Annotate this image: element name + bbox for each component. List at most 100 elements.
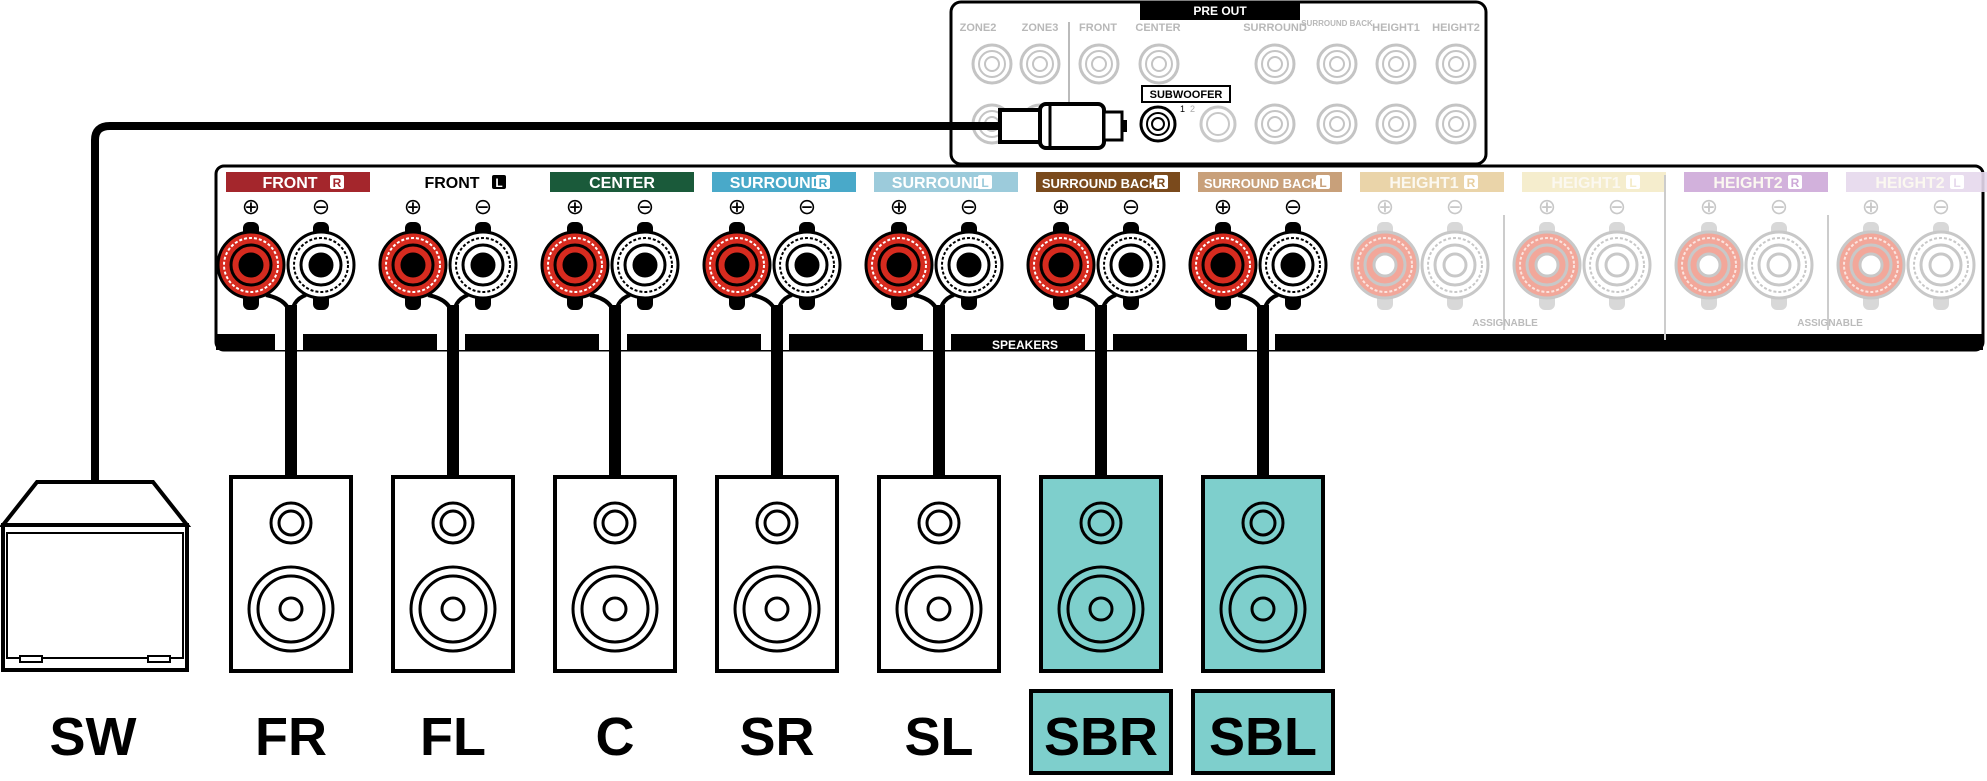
preout-jack-label: FRONT: [1079, 22, 1117, 34]
preout-jack: [1316, 103, 1358, 145]
assignable-label-2: ASSIGNABLE: [1797, 318, 1863, 329]
speaker-cabinet-fl: [391, 475, 515, 673]
speaker-wire: [933, 305, 945, 477]
minus-symbol: ⊖: [1770, 194, 1788, 219]
terminal-label: HEIGHT1: [1551, 175, 1620, 192]
positive-terminal: [1188, 222, 1258, 310]
preout-jack: [1316, 43, 1358, 85]
preout-jack: [1375, 43, 1417, 85]
speaker-cabinet-sbl: [1201, 475, 1325, 673]
terminal-label: FRONT: [424, 175, 479, 192]
preout-jack: [1254, 43, 1296, 85]
preout-title: PRE OUT: [1193, 4, 1247, 18]
positive-terminal: [1026, 222, 1096, 310]
positive-terminal: [702, 222, 772, 310]
terminal-label: SURROUND BACK: [1042, 176, 1159, 191]
negative-terminal: [1744, 222, 1814, 310]
preout-jack-label: ZONE3: [1022, 22, 1059, 34]
speaker-cabinet-sbr: [1039, 475, 1163, 673]
plus-symbol: ⊕: [1214, 194, 1232, 219]
minus-symbol: ⊖: [474, 194, 492, 219]
preout-jack-label: ZONE2: [960, 22, 997, 34]
speaker-label-sbl: SBL: [1209, 707, 1317, 767]
speaker-label-box: [1191, 689, 1335, 775]
minus-symbol: ⊖: [960, 194, 978, 219]
terminal-label: SURROUND: [730, 175, 822, 192]
preout-jack-label: HEIGHT2: [1432, 22, 1480, 34]
minus-symbol: ⊖: [1284, 194, 1302, 219]
plus-symbol: ⊕: [1376, 194, 1394, 219]
plus-symbol: ⊕: [728, 194, 746, 219]
terminal-label: SURROUND: [892, 175, 984, 192]
positive-terminal: [216, 222, 286, 310]
terminal-side: R: [333, 176, 342, 190]
speaker-wire: [1095, 305, 1107, 477]
terminal-group: CENTER⊕⊖: [540, 172, 694, 310]
speaker-label-sl: SL: [904, 707, 973, 767]
speaker-label-fl: FL: [420, 707, 486, 767]
preout-jack-label: HEIGHT1: [1372, 22, 1420, 34]
minus-symbol: ⊖: [636, 194, 654, 219]
terminal-side: R: [819, 176, 828, 190]
speaker-cabinet-c: [553, 475, 677, 673]
speaker-wire: [609, 305, 621, 477]
terminal-label: CENTER: [589, 175, 655, 192]
plus-symbol: ⊕: [1052, 194, 1070, 219]
plus-symbol: ⊕: [1700, 194, 1718, 219]
subwoofer-num-1: 1: [1180, 104, 1185, 114]
minus-symbol: ⊖: [798, 194, 816, 219]
speakers-label: SPEAKERS: [992, 338, 1058, 352]
negative-terminal: [934, 222, 1004, 310]
negative-terminal: [1096, 222, 1166, 310]
speaker-cabinet-sl: [877, 475, 1001, 673]
preout-jack-label: CENTER: [1135, 22, 1180, 34]
positive-terminal: [1512, 222, 1582, 310]
minus-symbol: ⊖: [1446, 194, 1464, 219]
preout-jack: [1078, 43, 1120, 85]
plus-symbol: ⊕: [1862, 194, 1880, 219]
terminal-side: R: [1791, 176, 1800, 190]
plus-symbol: ⊕: [1538, 194, 1556, 219]
terminal-label: HEIGHT2: [1875, 175, 1944, 192]
negative-terminal: [1906, 222, 1976, 310]
negative-terminal: [1420, 222, 1490, 310]
negative-terminal: [1258, 222, 1328, 310]
minus-symbol: ⊖: [1122, 194, 1140, 219]
subwoofer-num-2: 2: [1190, 104, 1195, 114]
terminal-label: HEIGHT2: [1713, 175, 1782, 192]
terminal-group: HEIGHT2 R ⊕ ⊖: [1674, 172, 1828, 310]
preout-jack: [1254, 103, 1296, 145]
preout-jack: [1138, 43, 1180, 85]
plus-symbol: ⊕: [242, 194, 260, 219]
subwoofer-jack-1: [1139, 105, 1177, 143]
preout-jack: [971, 43, 1013, 85]
positive-terminal: [1836, 222, 1906, 310]
assignable-label-1: ASSIGNABLE: [1472, 318, 1538, 329]
positive-terminal: [540, 222, 610, 310]
subwoofer-jack-label: SUBWOOFER: [1150, 89, 1223, 101]
positive-terminal: [1674, 222, 1744, 310]
preout-jack: [1435, 103, 1477, 145]
speaker-label-sbr: SBR: [1044, 707, 1158, 767]
negative-terminal: [610, 222, 680, 310]
plus-symbol: ⊕: [404, 194, 422, 219]
minus-symbol: ⊖: [312, 194, 330, 219]
terminal-label: HEIGHT1: [1389, 175, 1458, 192]
terminal-group: FRONT L ⊕ ⊖: [378, 172, 532, 310]
negative-terminal: [448, 222, 518, 310]
speaker-label-c: C: [596, 707, 635, 767]
negative-terminal: [1582, 222, 1652, 310]
speaker-label-sr: SR: [739, 707, 814, 767]
positive-terminal: [864, 222, 934, 310]
positive-terminal: [1350, 222, 1420, 310]
plus-symbol: ⊕: [890, 194, 908, 219]
terminal-side: L: [495, 176, 502, 190]
